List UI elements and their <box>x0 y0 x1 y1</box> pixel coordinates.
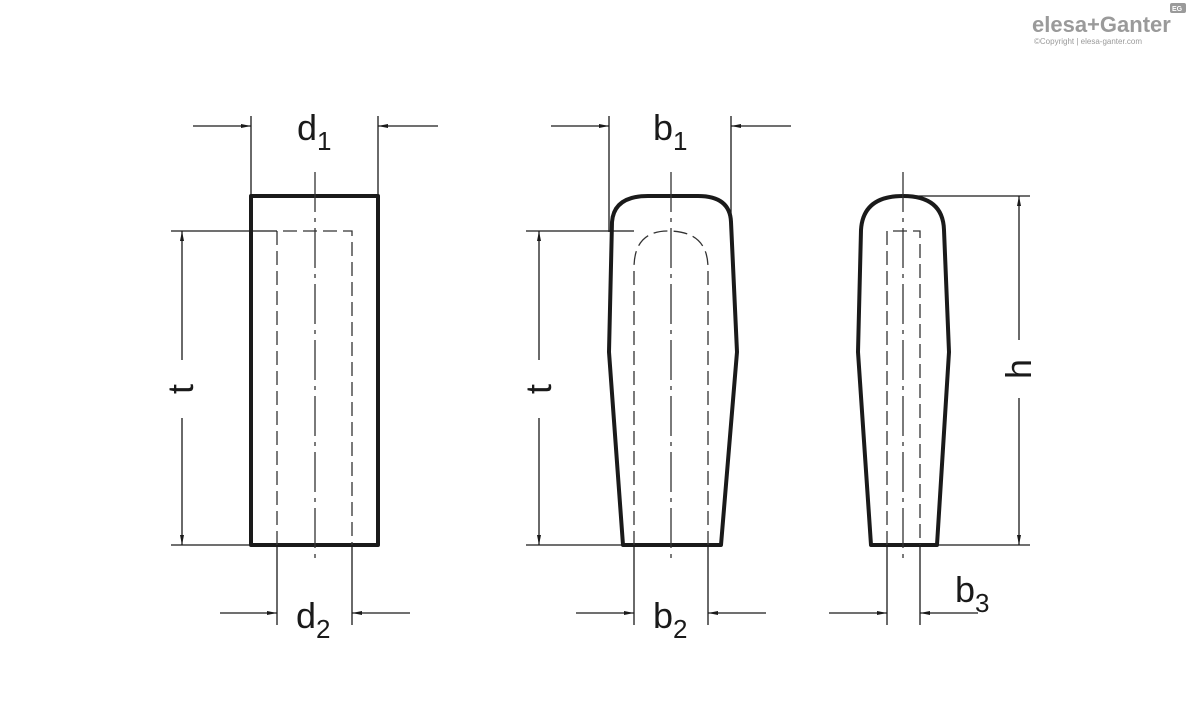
elesa-ganter-logo: elesa+Ganter EG ©Copyright | elesa-gante… <box>1032 3 1186 46</box>
cylindrical-view: d1 d2 t <box>160 107 438 644</box>
tapered-front-outline <box>607 194 739 547</box>
t2-label: t <box>518 384 559 394</box>
logo-brand: elesa+Ganter <box>1032 12 1171 37</box>
tapered-front-bore-hidden <box>633 230 709 545</box>
tapered-side-view: b3 h <box>829 172 1039 625</box>
d1-label: d1 <box>297 107 332 156</box>
logo-badge-box <box>1170 3 1186 13</box>
h-label: h <box>998 359 1039 379</box>
b1-label: b1 <box>653 107 688 156</box>
t1-label: t <box>160 384 201 394</box>
tapered-front-view: b1 b2 t <box>518 107 791 644</box>
b3-label: b3 <box>955 569 990 618</box>
b2-label: b2 <box>653 595 688 644</box>
logo-badge: EG <box>1172 6 1183 13</box>
d2-label: d2 <box>296 595 331 644</box>
logo-copyright: ©Copyright | elesa-ganter.com <box>1034 37 1142 46</box>
